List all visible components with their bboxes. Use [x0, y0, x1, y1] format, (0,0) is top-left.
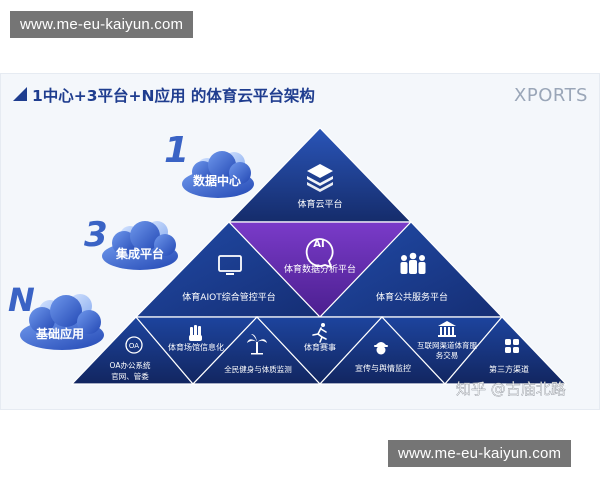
- watermark-url-top[interactable]: www.me-eu-kaiyun.com: [10, 11, 194, 38]
- bank-icon: [438, 321, 456, 337]
- oa-icon-text: OA: [129, 342, 139, 350]
- watermark-url-bottom[interactable]: www.me-eu-kaiyun.com: [388, 440, 572, 467]
- grid-icon: [505, 339, 519, 353]
- level-number-3: 3: [84, 215, 108, 255]
- slide-title: 1中心+3平台+N应用 的体育云平台架构: [32, 86, 315, 105]
- layers-icon: [307, 164, 333, 192]
- label-oa-line1: OA办公系统: [110, 360, 151, 370]
- level-number-1: 1: [164, 130, 189, 171]
- cloud-label-basic-apps: 基础应用: [35, 326, 84, 341]
- label-public-service: 体育公共服务平台: [376, 291, 448, 303]
- runner-icon: [312, 323, 327, 343]
- label-third-party: 第三方渠道: [489, 364, 529, 374]
- cloud-label-data-center: 数据中心: [193, 173, 241, 188]
- cloud-label-integration: 集成平台: [115, 246, 164, 261]
- cloud-level-3: [20, 294, 104, 350]
- label-internet-line1: 互联网渠道体育服: [417, 340, 477, 350]
- person-icon: [374, 342, 388, 355]
- label-internet-line2: 务交易: [436, 350, 459, 360]
- label-events: 体育赛事: [304, 342, 336, 352]
- title-marker-icon: [13, 87, 27, 101]
- label-publicity: 宣传与舆情监控: [355, 363, 411, 373]
- label-venue-info: 体育场馆信息化: [168, 342, 224, 352]
- monitor-icon: [218, 255, 242, 275]
- palm-tree-icon: [247, 334, 267, 355]
- level-number-n: N: [8, 281, 35, 319]
- oa-icon: OA: [125, 336, 143, 354]
- cloud-level-1: [182, 151, 254, 198]
- label-aiot: 体育AIOT综合管控平台: [182, 291, 275, 303]
- people-icon: [400, 252, 426, 274]
- label-data-analysis: 体育数据分析平台: [284, 263, 356, 275]
- cloud-level-2: [102, 221, 178, 270]
- brand-logo: XPORTS: [514, 85, 588, 106]
- label-fitness: 全民健身与体质监测: [224, 364, 292, 374]
- ai-icon: AI: [305, 238, 334, 269]
- hand-icon: [189, 325, 202, 341]
- ai-icon-text: AI: [313, 239, 324, 250]
- label-oa-line2: 官网、管委: [111, 371, 149, 381]
- label-sports-cloud: 体育云平台: [297, 198, 342, 210]
- zhihu-watermark: 知乎 @古庙北路: [456, 380, 566, 398]
